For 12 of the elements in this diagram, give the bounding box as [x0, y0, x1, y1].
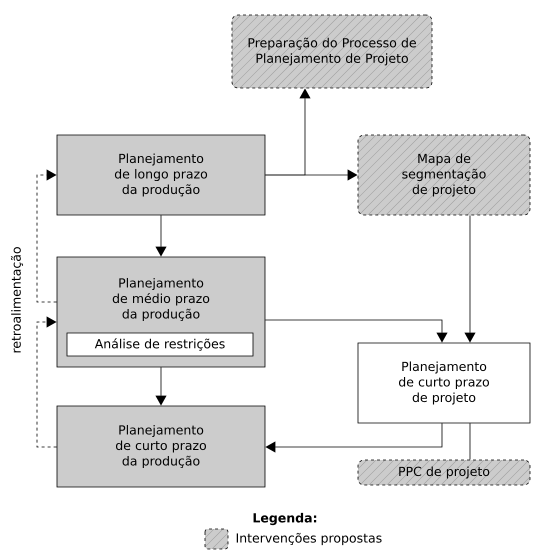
legend-text: Intervenções propostas — [236, 532, 382, 546]
dashed-box: Mapa de segmentação de projeto — [358, 134, 530, 216]
arrow — [36, 169, 57, 302]
process-box: Planejamento de longo prazo da produção — [56, 134, 266, 216]
process-box: Planejamento de curto prazo da produção — [56, 406, 266, 488]
dashed-box: Preparação do Processo de Planejamento de Projeto — [232, 14, 432, 88]
arrow — [36, 316, 57, 448]
process-box: Análise de restrições — [66, 332, 254, 356]
rotated-label: retroalimentação — [10, 247, 24, 352]
dashed-box: PPC de projeto — [358, 460, 530, 486]
legend-title: Legenda: — [254, 512, 316, 526]
process-box: Planejamento de curto prazo de projeto — [358, 342, 530, 424]
